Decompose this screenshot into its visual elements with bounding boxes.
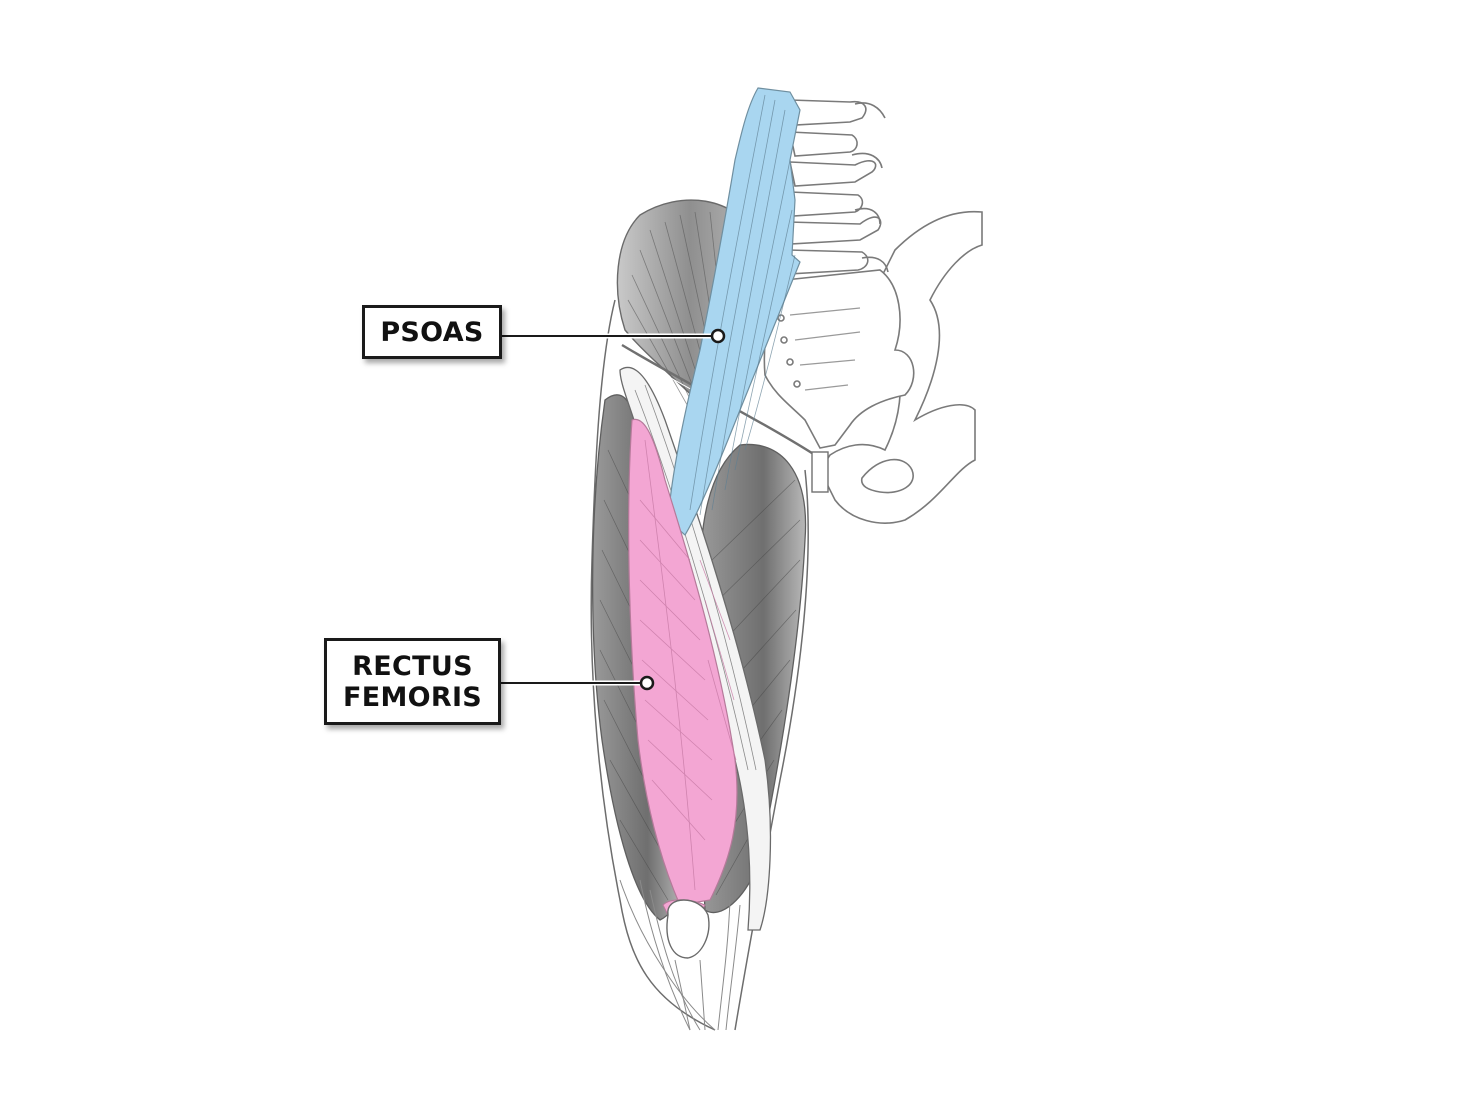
psoas-label: PSOAS <box>362 305 502 359</box>
psoas-leader-line <box>502 328 726 344</box>
patella-bone <box>666 899 710 959</box>
rectus-femoris-label-line1: RECTUS <box>352 650 473 682</box>
psoas-muscle <box>667 87 801 536</box>
rectus-femoris-leader-line <box>501 675 655 691</box>
lumbar-vertebrae <box>787 99 889 275</box>
thigh-outline <box>590 299 809 1031</box>
knee-tendons <box>619 879 741 1031</box>
psoas-label-text: PSOAS <box>380 316 484 348</box>
rectus-femoris-label: RECTUS FEMORIS <box>324 638 501 725</box>
sacrum-bone <box>763 269 915 449</box>
rectus-femoris-label-line2: FEMORIS <box>342 681 483 713</box>
pubic-symphysis <box>811 451 829 493</box>
